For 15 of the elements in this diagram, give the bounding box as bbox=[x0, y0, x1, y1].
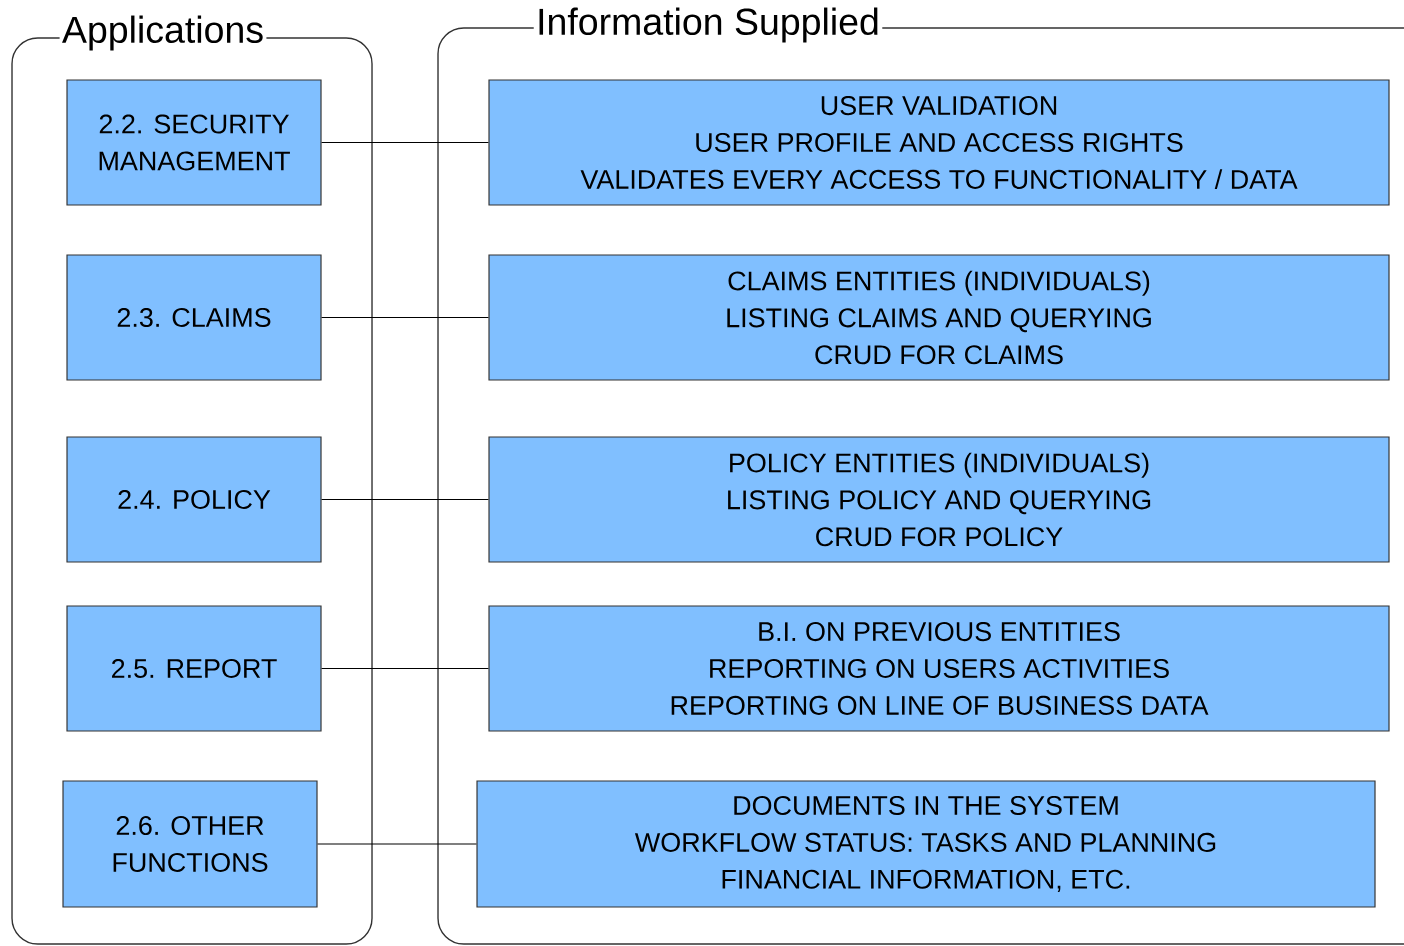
process-box: CLAIMS ENTITIES (INDIVIDUALS) LISTING CLAIMS AND QUERYING CRUD FOR CLAIMS bbox=[488, 254, 1390, 381]
connector-line bbox=[321, 141, 489, 144]
connector-line bbox=[321, 667, 489, 670]
process-box: DOCUMENTS IN THE SYSTEM WORKFLOW STATUS: TASKS AND PLANNING FINANCIAL INFORMATION, ETC. bbox=[476, 780, 1376, 908]
process-box: 2.4. POLICY bbox=[66, 436, 322, 563]
connector-line bbox=[321, 498, 489, 501]
process-box: 2.5. REPORT bbox=[66, 605, 322, 732]
process-box: 2.2. SECURITY MANAGEMENT bbox=[66, 79, 322, 206]
process-box: B.I. ON PREVIOUS ENTITIES REPORTING ON USERS ACTIVITIES REPORTING ON LINE OF BUSINESS DATA bbox=[488, 605, 1390, 732]
process-box: USER VALIDATION USER PROFILE AND ACCESS RIGHTS VALIDATES EVERY ACCESS TO FUNCTIONALITY / DATA bbox=[488, 79, 1390, 206]
connector-line bbox=[321, 316, 489, 319]
connector-line bbox=[317, 843, 477, 845]
process-box: 2.3. CLAIMS bbox=[66, 254, 322, 381]
process-box: 2.6. OTHER FUNCTIONS bbox=[62, 780, 318, 908]
process-box: POLICY ENTITIES (INDIVIDUALS) LISTING POLICY AND QUERYING CRUD FOR POLICY bbox=[488, 436, 1390, 563]
